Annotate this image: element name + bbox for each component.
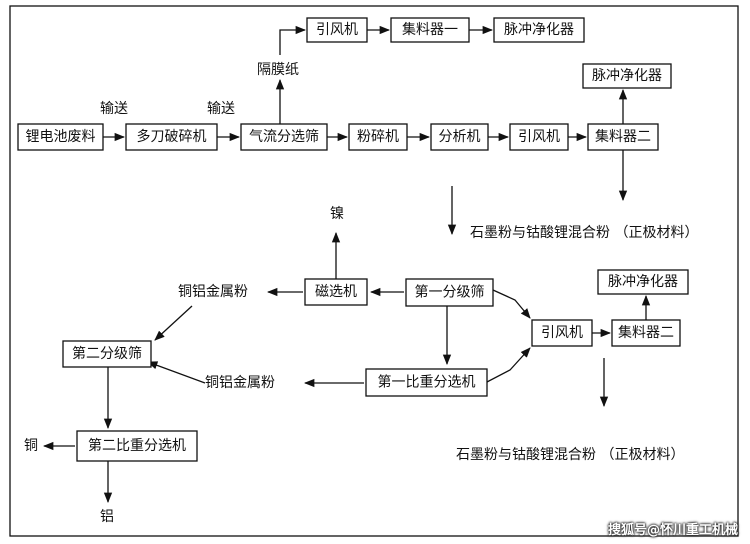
label-nickel: 镍 xyxy=(330,206,344,222)
box-first-gravity-separator: 第一比重分选机 xyxy=(365,368,488,397)
label-conveyor-2: 输送 xyxy=(207,101,235,117)
edge-gravity1-to-fan xyxy=(486,347,531,383)
label-aluminum: 铝 xyxy=(100,509,114,525)
box-second-classifying-screen: 第二分级筛 xyxy=(62,340,152,368)
label-conveyor-1: 输送 xyxy=(100,101,128,117)
label-pulse-purifier-lower: 脉冲净化器 xyxy=(608,274,678,290)
label-airflow-separator-screen: 气流分选筛 xyxy=(249,129,319,145)
box-pulse-purifier-lower: 脉冲净化器 xyxy=(597,269,689,295)
label-second-classifying-screen: 第二分级筛 xyxy=(72,345,142,362)
box-second-gravity-separator: 第二比重分选机 xyxy=(76,430,198,462)
label-collector-two-lower: 集料器二 xyxy=(618,324,674,341)
label-pulse-purifier-top: 脉冲净化器 xyxy=(504,22,574,38)
label-copper: 铜 xyxy=(24,438,38,454)
label-collector-one: 集料器一 xyxy=(402,21,458,38)
box-magnetic-separator: 磁选机 xyxy=(304,278,368,306)
label-cu-al-powder-2: 铜铝金属粉 xyxy=(205,375,275,391)
label-cu-al-powder-1: 铜铝金属粉 xyxy=(178,284,248,300)
box-multi-blade-crusher: 多刀破碎机 xyxy=(125,123,218,151)
box-induced-fan-top: 引风机 xyxy=(306,17,368,43)
box-collector-two-lower: 集料器二 xyxy=(611,319,681,347)
label-second-gravity-separator: 第二比重分选机 xyxy=(88,437,186,454)
label-magnetic-separator: 磁选机 xyxy=(315,284,357,300)
box-lithium-battery-waste: 锂电池废料 xyxy=(17,123,104,151)
label-multi-blade-crusher: 多刀破碎机 xyxy=(137,128,207,145)
label-analyzer: 分析机 xyxy=(439,129,481,145)
label-lithium-battery-waste: 锂电池废料 xyxy=(26,129,96,145)
label-induced-fan-top: 引风机 xyxy=(316,22,358,38)
box-induced-fan-upper: 引风机 xyxy=(509,123,569,151)
label-pulverizer: 粉碎机 xyxy=(357,129,399,145)
box-induced-fan-lower: 引风机 xyxy=(531,319,593,347)
box-collector-one: 集料器一 xyxy=(390,17,470,43)
label-induced-fan-lower: 引风机 xyxy=(541,325,583,341)
edge-screen1-to-fan xyxy=(492,289,531,319)
label-first-gravity-separator: 第一比重分选机 xyxy=(378,374,476,391)
box-pulverizer: 粉碎机 xyxy=(348,123,408,151)
watermark: 搜狐号@怀川重工机械 xyxy=(607,523,738,538)
edge-powder-to-screen2 xyxy=(154,305,193,341)
label-product-upper: 石墨粉与钴酸锂混合粉 （正极材料） xyxy=(470,225,698,241)
edge-film-to-fan xyxy=(279,25,307,55)
page-border xyxy=(9,5,739,537)
box-collector-two-upper: 集料器二 xyxy=(587,123,659,151)
box-airflow-separator-screen: 气流分选筛 xyxy=(240,123,328,151)
label-product-lower: 石墨粉与钴酸锂混合粉 （正极材料） xyxy=(456,447,684,463)
label-first-classifying-screen: 第一分级筛 xyxy=(415,284,485,301)
label-collector-two-upper: 集料器二 xyxy=(595,128,651,145)
label-pulse-purifier-right-upper: 脉冲净化器 xyxy=(592,68,662,84)
box-analyzer: 分析机 xyxy=(430,123,489,151)
label-separator-film: 隔膜纸 xyxy=(257,62,299,78)
edge-powder-to-screen2-lower xyxy=(147,361,206,384)
box-pulse-purifier-top: 脉冲净化器 xyxy=(493,17,585,43)
box-first-classifying-screen: 第一分级筛 xyxy=(405,278,494,307)
label-induced-fan-upper: 引风机 xyxy=(518,129,560,145)
box-pulse-purifier-right-upper: 脉冲净化器 xyxy=(582,63,672,89)
